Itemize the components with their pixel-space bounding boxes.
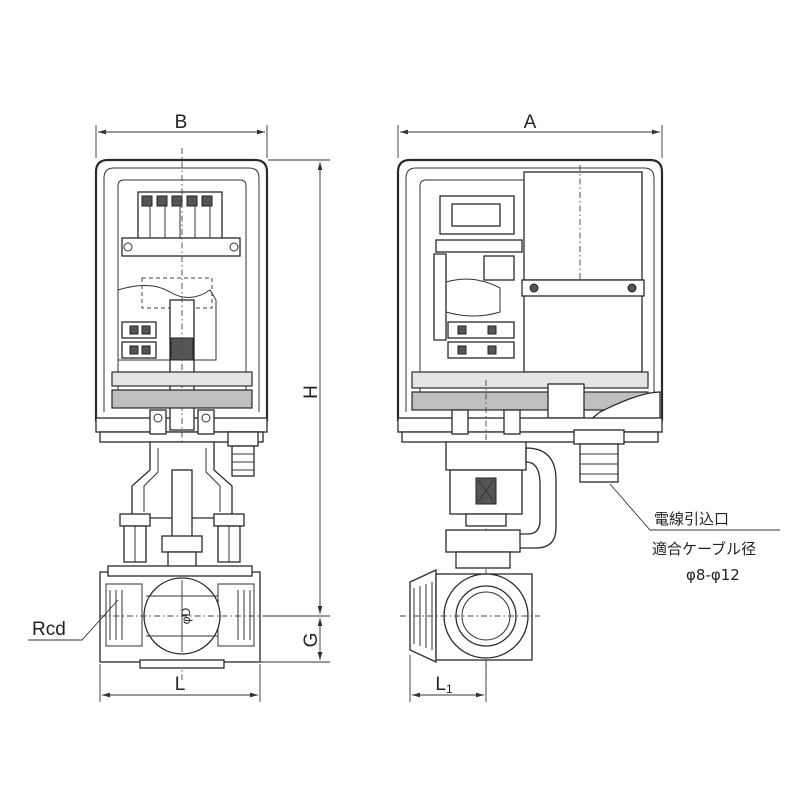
label-Rcd: Rcd [32, 619, 66, 640]
right-yoke-top [445, 441, 527, 471]
dim-label-G: G [301, 633, 322, 648]
right-cover-latch [588, 391, 661, 421]
left-terminal-screws [141, 195, 213, 242]
left-view [94, 148, 269, 680]
left-yoke-bolts [119, 513, 245, 563]
left-stem-nut [161, 535, 203, 553]
left-cover-inner-line [103, 167, 260, 412]
right-stem-nut [445, 529, 521, 553]
callout-cable-range: φ8-φ12 [686, 566, 740, 584]
right-view [396, 158, 664, 680]
right-cable-gland [573, 429, 625, 483]
left-stem [171, 469, 193, 541]
left-actuator-cover [94, 158, 269, 422]
dim-label-A: A [524, 112, 537, 133]
right-actuator-cover [396, 158, 664, 422]
left-gear-housing [111, 389, 253, 409]
left-switches [121, 321, 157, 359]
left-port-thread-l [105, 583, 143, 647]
dimension-lines [28, 125, 780, 702]
right-motor-box [523, 171, 643, 281]
left-cable-gland [227, 431, 259, 477]
callout-cable-diameter: 適合ケーブル径 [652, 540, 756, 558]
dim-label-B: B [175, 112, 188, 133]
left-body-bottom [139, 659, 225, 669]
left-cutaway [117, 285, 217, 361]
left-thread-hatching [109, 590, 251, 640]
dim-label-L1: L1 [435, 674, 453, 696]
left-bearings [149, 409, 215, 435]
dim-label-L: L [175, 674, 186, 695]
right-switches [447, 321, 515, 359]
callout-cable-entry: 電線引込口 [654, 510, 729, 528]
label-phiD: φD [179, 607, 193, 624]
left-gear-plate [111, 371, 253, 387]
left-mount-bar [121, 237, 241, 257]
dim-label-H: H [301, 385, 322, 399]
right-switch-bracket [435, 239, 523, 253]
right-gear-plate [411, 371, 649, 389]
